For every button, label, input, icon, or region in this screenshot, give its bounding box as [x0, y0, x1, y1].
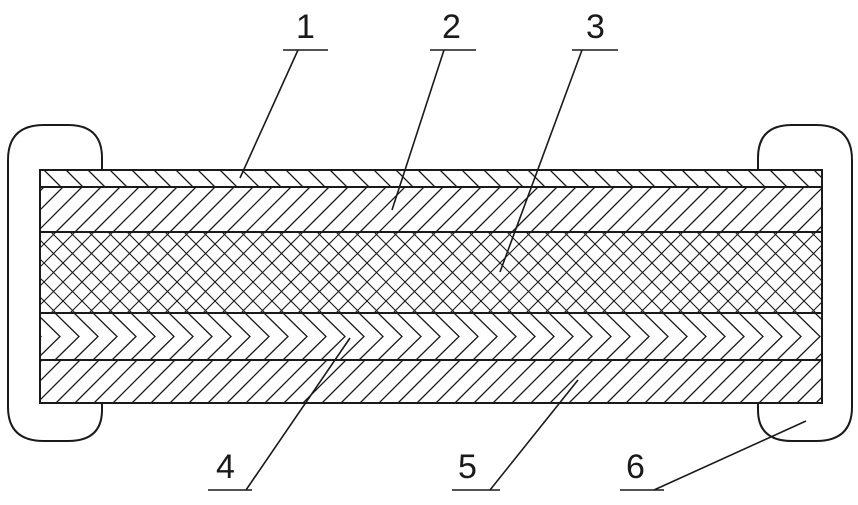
leader-2 — [391, 49, 476, 211]
leader-1 — [239, 49, 328, 179]
callout-5: 5 — [458, 448, 477, 486]
end-cap-right — [757, 124, 853, 442]
callout-3: 3 — [586, 8, 605, 46]
callout-1: 1 — [296, 8, 315, 46]
layer-boundaries — [39, 169, 823, 404]
layer-3-hatch — [40, 232, 822, 313]
layer-5-hatch — [40, 360, 822, 403]
leader-5 — [452, 379, 579, 491]
leader-lines — [208, 49, 807, 491]
layer-4-hatch — [40, 313, 822, 360]
leader-6 — [620, 420, 807, 491]
layer-1-hatch — [43, 170, 822, 187]
end-cap-left — [7, 124, 103, 442]
callout-6: 6 — [626, 448, 645, 486]
callout-4: 4 — [216, 448, 235, 486]
layer-2-hatch — [40, 187, 822, 232]
leader-4 — [208, 337, 351, 491]
callout-2: 2 — [442, 8, 461, 46]
leader-3 — [499, 49, 618, 273]
